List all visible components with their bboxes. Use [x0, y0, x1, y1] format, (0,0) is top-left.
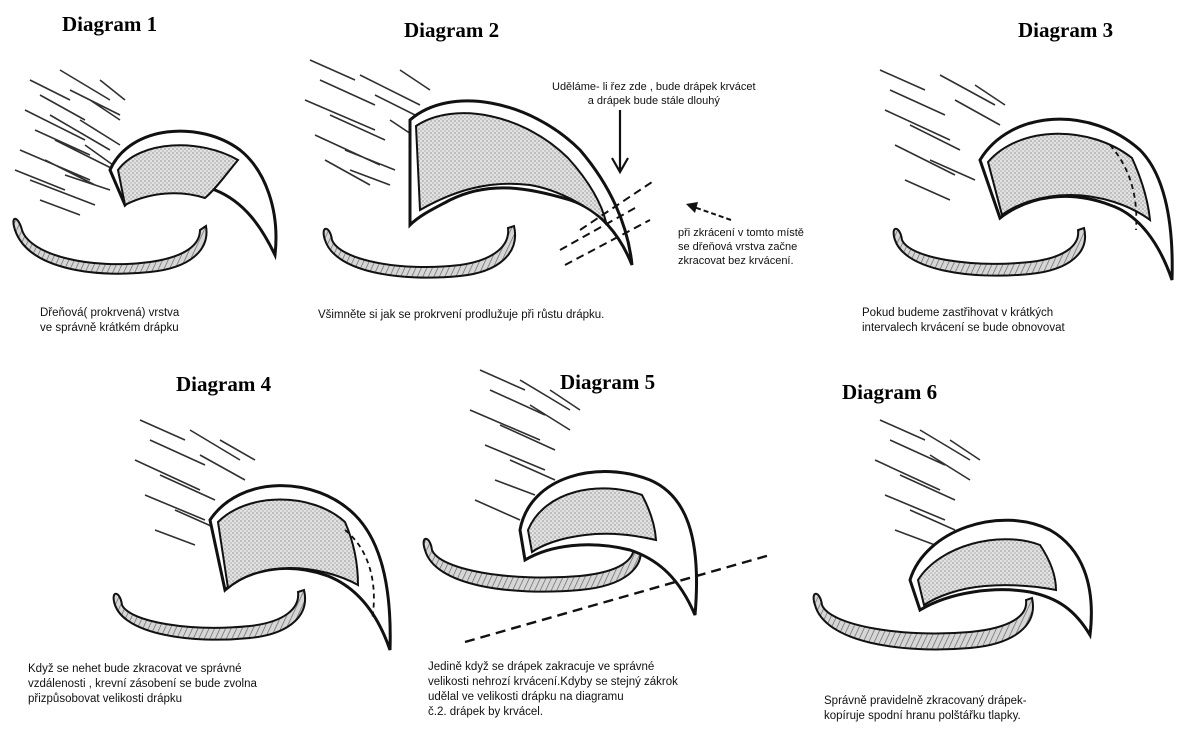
- cut-there-annotation: při zkrácení v tomto místě se dřeňová vr…: [678, 226, 804, 268]
- paw-pad: [13, 219, 206, 274]
- diagram-2-arrow-left: [676, 198, 736, 228]
- diagram-5-caption: Jedině když se drápek zakracuje ve správ…: [428, 660, 678, 720]
- quick: [416, 113, 606, 222]
- diagram-4-figure: [100, 400, 420, 660]
- diagram-6-title: Diagram 6: [842, 380, 937, 405]
- paw-pad: [114, 590, 305, 640]
- paw-pad: [894, 228, 1085, 276]
- cut-line-b: [565, 220, 650, 265]
- diagram-2-figure: [290, 40, 690, 300]
- diagram-4-title: Diagram 4: [176, 372, 271, 397]
- arrow-down: [612, 110, 628, 172]
- fur: [15, 70, 125, 215]
- quick: [118, 145, 238, 205]
- diagram-5-figure: [410, 360, 780, 660]
- paw-pad: [324, 226, 515, 278]
- diagram-4-caption: Když se nehet bude zkracovat ve správné …: [28, 662, 257, 707]
- diagram-1-figure: [0, 40, 300, 290]
- diagram-3-caption: Pokud budeme zastřihovat v krátkých inte…: [862, 306, 1065, 336]
- diagram-1-title: Diagram 1: [62, 12, 157, 37]
- diagram-3-figure: [870, 40, 1180, 290]
- diagram-1-caption: Dřeňová( prokrvená) vrstva ve správně kr…: [40, 306, 179, 336]
- diagram-6-figure: [800, 410, 1140, 680]
- diagram-2-caption: Všimněte si jak se prokrvení prodlužuje …: [318, 308, 604, 323]
- cut-here-annotation: Uděláme- li řez zde , bude drápek krváce…: [552, 80, 756, 108]
- diagram-6-caption: Správně pravidelně zkracovaný drápek- ko…: [824, 694, 1027, 724]
